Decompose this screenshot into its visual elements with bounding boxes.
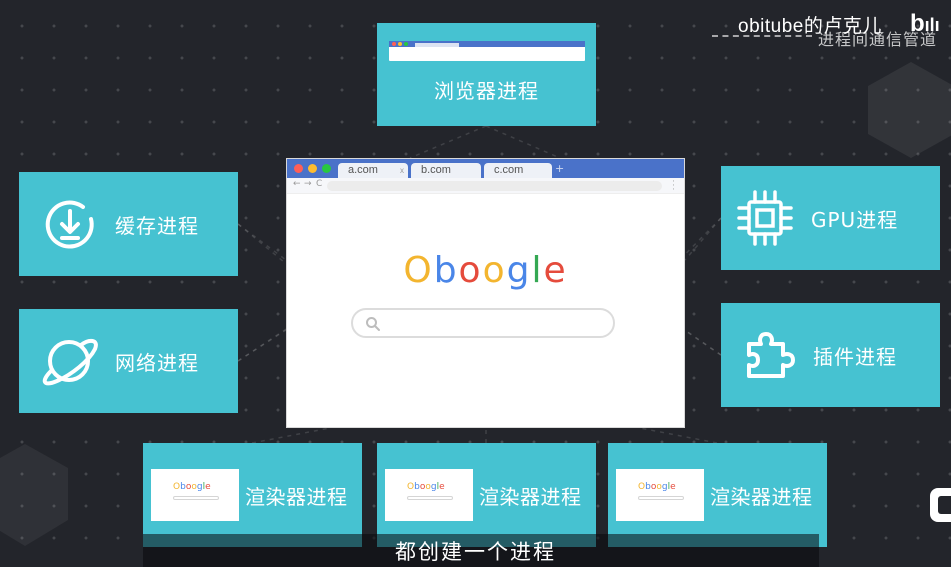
hexagon-decoration-right — [868, 62, 951, 158]
renderer-process-label: 渲染器进程 — [710, 484, 813, 509]
thumb-logo: Oboogle — [407, 482, 445, 492]
plugin-process-box: 插件进程 — [721, 303, 940, 407]
logo-letter: l — [667, 482, 671, 492]
logo-letter: b — [414, 482, 420, 492]
logo-letter: l — [202, 482, 206, 492]
kebab-menu-icon[interactable]: ··· — [672, 177, 675, 195]
gpu-process-box: GPU进程 — [721, 166, 940, 270]
hexagon-decoration-left — [0, 444, 68, 546]
download-icon — [43, 197, 97, 251]
logo-letter: l — [436, 482, 440, 492]
logo-letter: o — [458, 250, 483, 291]
tab-label: b.com — [421, 164, 451, 176]
logo-letter: g — [506, 250, 532, 291]
logo-letter: O — [403, 250, 434, 291]
logo-letter: g — [196, 482, 203, 492]
thumb-logo: Oboogle — [638, 482, 676, 492]
renderer-process-label: 渲染器进程 — [245, 484, 348, 509]
minimize-dot-icon — [308, 164, 317, 173]
thumb-logo: Oboogle — [173, 482, 211, 492]
tab-label: c.com — [494, 164, 524, 176]
renderer-process-box-2: Oboogle 渲染器进程 — [377, 443, 596, 547]
watermark-dashed-line — [712, 35, 812, 37]
logo-letter: l — [531, 250, 544, 291]
logo-letter: b — [645, 482, 651, 492]
logo-letter: O — [173, 482, 181, 492]
back-icon[interactable]: ← — [293, 179, 301, 189]
logo-letter: g — [430, 482, 437, 492]
browser-window: a.com x b.com c.com + ← → C ··· Oboogle — [286, 158, 685, 428]
search-icon — [366, 317, 380, 331]
puzzle-icon — [743, 328, 797, 382]
logo-letter: o — [482, 250, 507, 291]
network-process-label: 网络进程 — [115, 350, 199, 375]
chip-icon — [735, 188, 795, 248]
cache-process-box: 缓存进程 — [19, 172, 238, 276]
logo-letter: e — [439, 482, 445, 492]
logo-letter: o — [419, 482, 426, 492]
logo-letter: O — [638, 482, 646, 492]
renderer-thumbnail: Oboogle — [385, 469, 473, 521]
tab-close-icon[interactable]: x — [400, 166, 404, 175]
gpu-process-label: GPU进程 — [811, 207, 899, 232]
plugin-process-label: 插件进程 — [813, 344, 897, 369]
maximize-dot-icon — [322, 164, 331, 173]
logo-letter: b — [180, 482, 186, 492]
renderer-thumbnail: Oboogle — [151, 469, 239, 521]
browser-process-label: 浏览器进程 — [434, 79, 539, 103]
browser-toolbar: ← → C ··· — [287, 177, 684, 195]
logo-letter: O — [407, 482, 415, 492]
new-tab-icon[interactable]: + — [555, 162, 565, 175]
reload-icon[interactable]: C — [316, 179, 323, 189]
logo-letter: o — [650, 482, 657, 492]
network-process-box: 网络进程 — [19, 309, 238, 413]
logo-letter: o — [191, 482, 197, 492]
forward-icon[interactable]: → — [304, 179, 312, 189]
renderer-thumbnail: Oboogle — [616, 469, 704, 521]
logo-letter: o — [656, 482, 662, 492]
logo-letter: e — [670, 482, 676, 492]
cache-process-label: 缓存进程 — [115, 213, 199, 238]
caption-background — [143, 534, 819, 567]
search-box[interactable] — [351, 308, 615, 338]
logo-letter: o — [185, 482, 192, 492]
close-dot-icon — [294, 164, 303, 173]
tab-label: a.com — [348, 164, 378, 176]
planet-icon — [37, 331, 101, 391]
tab-c-com[interactable]: c.com — [484, 163, 552, 178]
renderer-process-label: 渲染器进程 — [479, 484, 582, 509]
renderer-process-box-3: Oboogle 渲染器进程 — [608, 443, 827, 547]
tv-icon — [930, 488, 951, 522]
logo-letter: e — [205, 482, 211, 492]
bilibili-logo: bılı — [910, 10, 940, 37]
watermark-channel-name: obitube的卢克儿 — [738, 16, 882, 37]
mini-browser-icon — [388, 41, 585, 61]
browser-process-box: 浏览器进程 — [377, 23, 596, 126]
oboogle-logo: Oboogle — [287, 250, 684, 291]
caption-text: 都创建一个进程 — [395, 540, 556, 564]
logo-letter: b — [433, 250, 459, 291]
watermark-subtitle: 进程间通信管道 — [818, 30, 938, 49]
logo-letter: e — [543, 250, 568, 291]
tab-a-com[interactable]: a.com x — [338, 163, 408, 178]
renderer-process-box-1: Oboogle 渲染器进程 — [143, 443, 362, 547]
logo-letter: g — [661, 482, 668, 492]
tab-b-com[interactable]: b.com — [411, 163, 481, 178]
address-bar[interactable] — [327, 181, 662, 191]
logo-letter: o — [425, 482, 431, 492]
